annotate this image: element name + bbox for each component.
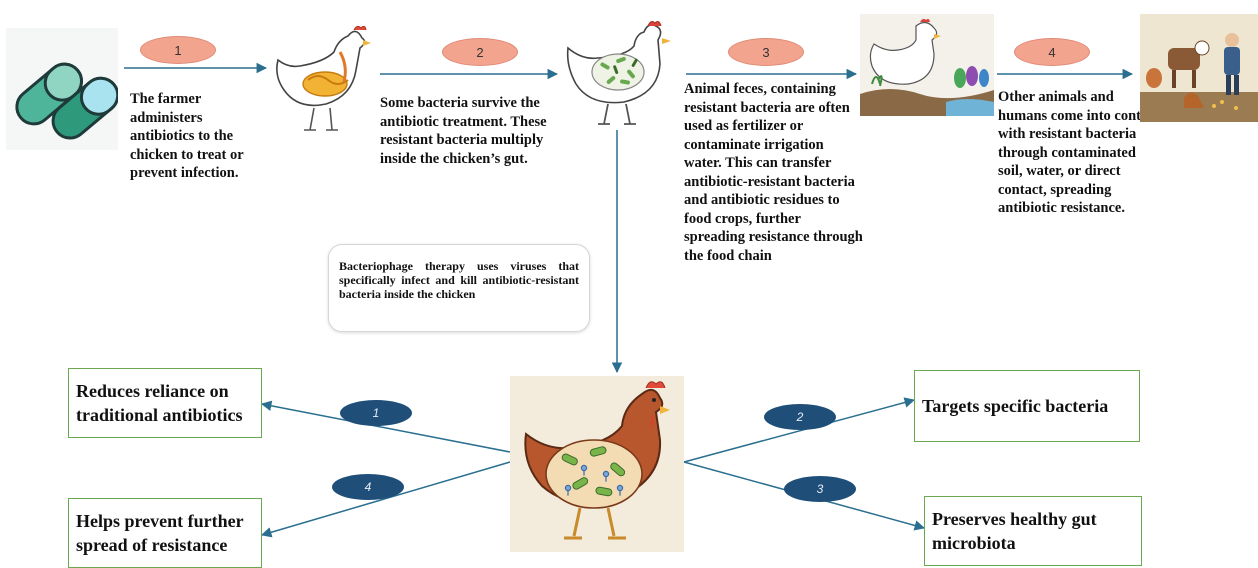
step-3-text: Animal feces, containing resistant bacte… — [684, 80, 864, 265]
step-3-label: 3 — [728, 38, 804, 66]
benefit-4-text: Helps prevent further spread of resistan… — [76, 509, 254, 557]
chicken-bacteria-icon — [560, 18, 678, 132]
benefit-2-label: 2 — [764, 404, 836, 430]
benefit-2-text: Targets specific bacteria — [922, 394, 1108, 418]
step-4-label: 4 — [1014, 38, 1090, 66]
benefit-3-label: 3 — [784, 476, 856, 502]
farmer-animals-icon — [1140, 14, 1258, 122]
benefit-3-text: Preserves healthy gut microbiota — [932, 507, 1134, 555]
phage-therapy-note: Bacteriophage therapy uses viruses that … — [328, 244, 590, 332]
chicken-gut-icon — [270, 22, 376, 138]
benefit-reduces-reliance: Reduces reliance on traditional antibiot… — [68, 368, 262, 438]
benefit-targets-specific: Targets specific bacteria — [914, 370, 1140, 442]
capsule-icon — [6, 28, 118, 150]
step-1-label: 1 — [140, 36, 216, 64]
step-2-label: 2 — [442, 38, 518, 66]
benefit-1-label: 1 — [340, 400, 412, 426]
step-4-text: Other animals and humans come into conta… — [998, 88, 1160, 218]
benefit-prevents-spread: Helps prevent further spread of resistan… — [68, 498, 262, 568]
step-2-text: Some bacteria survive the antibiotic tre… — [380, 94, 560, 168]
benefit-1-text: Reduces reliance on traditional antibiot… — [76, 379, 254, 427]
step-1-text: The farmer administers antibiotics to th… — [130, 90, 260, 183]
arrow-benefit-4 — [262, 462, 510, 535]
farm-soil-icon — [860, 14, 994, 116]
benefit-4-label: 4 — [332, 474, 404, 500]
benefit-preserves-microbiota: Preserves healthy gut microbiota — [924, 496, 1142, 566]
phage-chicken-icon — [510, 376, 684, 552]
